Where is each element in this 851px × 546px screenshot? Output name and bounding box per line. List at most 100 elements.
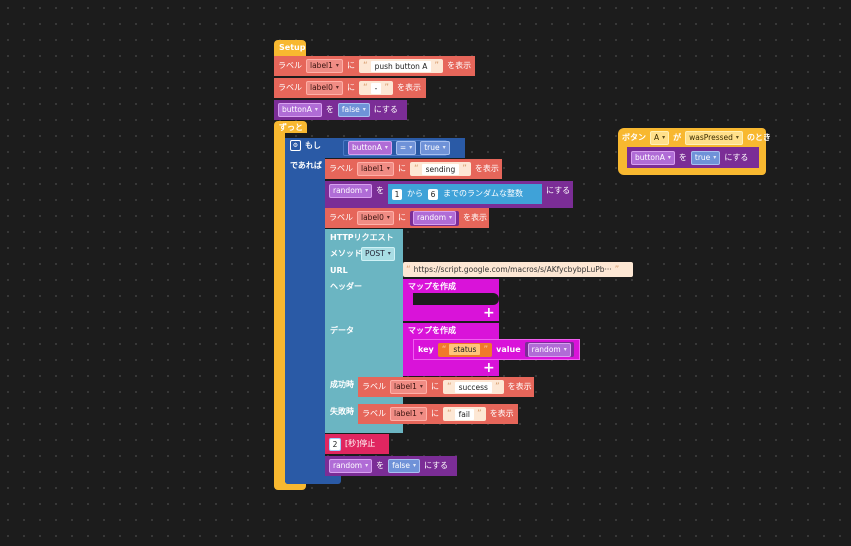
method-select[interactable]: POST▾ (361, 247, 395, 261)
ni-keyword: に (346, 61, 355, 70)
set-buttonA-true-block[interactable]: buttonA▾ を true▾ にする (627, 147, 759, 168)
header-map-block[interactable]: マップを作成 + (403, 279, 499, 321)
string-block[interactable]: “sending” (409, 162, 471, 176)
set-random-false-block[interactable]: random▾ を false▾ にする (325, 456, 457, 476)
string-input[interactable]: - (370, 82, 382, 94)
dropdown-arrow-icon: ▾ (365, 462, 369, 469)
key-input[interactable]: status (449, 344, 481, 355)
setup-label1-block[interactable]: ラベル label1▾ に “push button A” を表示 (274, 56, 475, 76)
random-integer-block[interactable]: 1 から 6 までのランダムな整数 (388, 184, 542, 204)
label-select[interactable]: label0▾ (306, 81, 343, 95)
operator-select[interactable]: =▾ (395, 141, 417, 155)
string-block[interactable]: “success” (442, 380, 504, 394)
suru-keyword: にする (373, 105, 398, 114)
quote-icon: ” (614, 264, 620, 275)
button-event-block[interactable]: ボタン A▾ が wasPressed▾ のとき buttonA▾ を true… (618, 128, 771, 175)
label1-sending-block[interactable]: ラベル label1▾ に “sending” を表示 (325, 159, 502, 179)
kara-keyword: から (407, 189, 423, 198)
wo-keyword: を (325, 105, 334, 114)
if-block[interactable]: ⚙ もし buttonA▾ =▾ true▾ (285, 138, 465, 158)
label-keyword: ラベル (278, 83, 302, 92)
random-value-block[interactable]: random▾ (409, 210, 460, 226)
add-entry-icon[interactable]: + (483, 305, 495, 321)
dropdown-arrow-icon: ▾ (419, 410, 423, 417)
ni-keyword: に (430, 382, 439, 391)
to-number-input[interactable]: 6 (428, 188, 438, 200)
quote-icon: ” (384, 83, 389, 93)
string-input[interactable]: success (454, 381, 492, 393)
suru-keyword: にする (546, 186, 571, 195)
boolean-select[interactable]: true▾ (420, 141, 450, 155)
string-input[interactable]: sending (421, 163, 460, 175)
variable-select[interactable]: buttonA▾ (278, 103, 322, 117)
setup-hat-block[interactable]: Setup (274, 40, 306, 56)
key-string-block[interactable]: “status” (437, 342, 493, 357)
quote-icon: “ (362, 83, 368, 93)
string-block[interactable]: “push button A” (358, 59, 444, 73)
label1-success-block[interactable]: ラベル label1▾ に “success” を表示 (358, 377, 534, 397)
label-keyword: ラベル (278, 61, 302, 70)
boolean-select[interactable]: false▾ (337, 103, 370, 117)
dropdown-arrow-icon: ▾ (442, 144, 446, 151)
quote-icon: “ (441, 344, 447, 355)
if-body-rail: であれば (285, 158, 325, 484)
url-string-block[interactable]: “ https://script.google.com/macros/s/AKf… (403, 262, 633, 277)
variable-select[interactable]: random▾ (329, 459, 373, 473)
http-request-block[interactable]: HTTPリクエスト メソッド POST▾ URL ヘッダー データ 成功時 失敗… (325, 229, 403, 433)
string-block[interactable]: “-” (358, 81, 393, 95)
variable-select[interactable]: buttonA▾ (631, 150, 675, 165)
if-keyword: もし (305, 141, 321, 150)
setup-label: Setup (279, 43, 306, 52)
add-entry-icon[interactable]: + (483, 360, 495, 376)
header-map-slot (413, 293, 499, 305)
dropdown-arrow-icon: ▾ (387, 250, 391, 257)
label1-fail-block[interactable]: ラベル label1▾ に “fail” を表示 (358, 404, 518, 424)
forever-loop-block[interactable]: ずっと (274, 121, 307, 133)
variable-select[interactable]: random▾ (329, 184, 373, 198)
label-select[interactable]: label1▾ (390, 380, 427, 394)
setup-label0-block[interactable]: ラベル label0▾ に “-” を表示 (274, 78, 426, 98)
quote-icon: “ (446, 382, 452, 392)
quote-icon: ” (434, 61, 440, 71)
label0-random-block[interactable]: ラベル label0▾ に random▾ を表示 (325, 208, 489, 228)
wait-label: [秒]停止 (345, 439, 376, 448)
variable-select[interactable]: random▾ (412, 211, 457, 225)
wo-keyword: を (376, 186, 385, 195)
show-keyword: を表示 (463, 213, 488, 222)
label-select[interactable]: label0▾ (357, 211, 394, 225)
gear-icon[interactable]: ⚙ (290, 140, 301, 151)
dropdown-arrow-icon: ▾ (667, 153, 671, 161)
forever-loop-footer (274, 482, 306, 490)
ga-keyword: が (673, 132, 682, 142)
button-select[interactable]: A▾ (650, 130, 670, 145)
dropdown-arrow-icon: ▾ (713, 153, 717, 161)
from-number-input[interactable]: 1 (392, 188, 402, 200)
wait-block[interactable]: 2 [秒]停止 (325, 434, 389, 454)
compare-block[interactable]: buttonA▾ =▾ true▾ (343, 140, 450, 156)
string-input[interactable]: fail (454, 408, 475, 420)
variable-select[interactable]: random▾ (527, 342, 571, 357)
variable-select[interactable]: buttonA▾ (348, 141, 392, 155)
boolean-select[interactable]: false▾ (388, 459, 420, 473)
set-random-block[interactable]: random▾ を 1 から 6 までのランダムな整数 にする (325, 181, 573, 208)
boolean-select[interactable]: true▾ (690, 150, 721, 165)
setup-set-buttonA-block[interactable]: buttonA▾ を false▾ にする (274, 100, 407, 120)
label-select[interactable]: label1▾ (306, 59, 343, 73)
map-entry-block[interactable]: key “status” value random▾ (413, 339, 580, 360)
label-select[interactable]: label1▾ (390, 407, 427, 421)
label-select[interactable]: label1▾ (357, 162, 394, 176)
show-keyword: を表示 (507, 382, 532, 391)
string-block[interactable]: “fail” (442, 407, 486, 421)
label-keyword: ラベル (362, 409, 386, 418)
dropdown-arrow-icon: ▾ (563, 345, 567, 353)
url-input[interactable]: https://script.google.com/macros/s/AKfyc… (413, 265, 612, 274)
dropdown-arrow-icon: ▾ (386, 165, 390, 172)
key-label: key (418, 344, 434, 354)
dropdown-arrow-icon: ▾ (362, 106, 366, 113)
wait-seconds-input[interactable]: 2 (329, 437, 341, 451)
value-variable-block[interactable]: random▾ (524, 342, 574, 357)
suru-keyword: にする (724, 152, 749, 162)
data-label: データ (330, 326, 354, 335)
event-select[interactable]: wasPressed▾ (685, 130, 743, 145)
string-input[interactable]: push button A (370, 60, 432, 72)
